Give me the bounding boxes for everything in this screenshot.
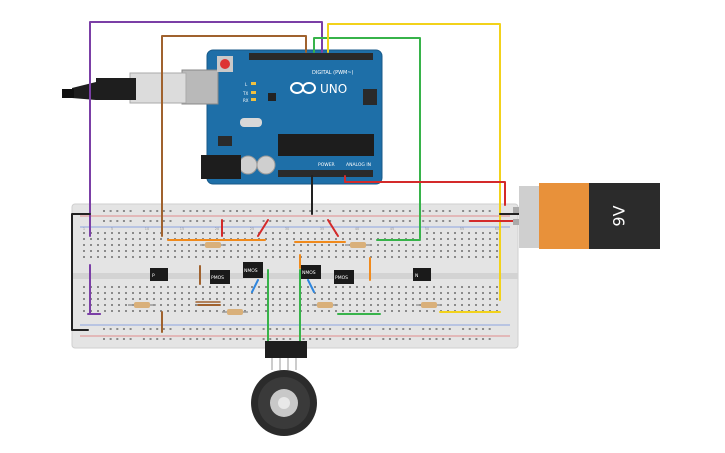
transistor-nmos-2-label: NMOS bbox=[302, 270, 316, 276]
analog-header-label: ANALOG IN bbox=[346, 162, 371, 168]
crystal bbox=[240, 118, 262, 127]
transistor-p-left[interactable]: P bbox=[150, 268, 168, 281]
led-rx bbox=[251, 98, 256, 101]
led-rx-label: RX bbox=[243, 98, 249, 103]
atmega-chip bbox=[278, 134, 374, 156]
transistor-nmos-1[interactable]: NMOS bbox=[243, 262, 263, 278]
motor-connector[interactable] bbox=[265, 341, 307, 370]
usb-cable[interactable] bbox=[62, 72, 187, 104]
icsp-header-2 bbox=[363, 89, 377, 105]
column-number: 50 bbox=[425, 227, 429, 231]
led-tx bbox=[251, 91, 256, 94]
wire-blue-2[interactable] bbox=[307, 279, 315, 293]
wire-blue-1[interactable] bbox=[251, 279, 259, 293]
column-number: 45 bbox=[390, 227, 394, 231]
column-number: 10 bbox=[145, 227, 149, 231]
battery-terminal-neg[interactable] bbox=[513, 207, 519, 213]
resistor-4[interactable] bbox=[222, 309, 248, 315]
battery-9v[interactable]: 9V bbox=[513, 183, 660, 249]
resistor-5[interactable] bbox=[312, 302, 338, 308]
transistor-pmos-2[interactable]: PMOS bbox=[334, 270, 354, 284]
power-analog-header[interactable] bbox=[278, 170, 373, 177]
capacitor-2 bbox=[238, 155, 258, 175]
icsp-header bbox=[218, 136, 232, 146]
column-number: 40 bbox=[355, 227, 359, 231]
transistor-p-left-label: P bbox=[152, 273, 155, 279]
battery-label: 9V bbox=[610, 205, 629, 226]
wires[interactable] bbox=[71, 21, 523, 346]
arduino-brand: UNO bbox=[320, 82, 347, 96]
column-number: 55 bbox=[460, 227, 464, 231]
resistor-1[interactable] bbox=[200, 242, 226, 248]
transistor-n-right[interactable]: N bbox=[413, 268, 431, 281]
capacitor-1 bbox=[256, 155, 276, 175]
column-number: 60 bbox=[495, 227, 499, 231]
transistor-pmos-1-label: PMOS bbox=[211, 275, 224, 281]
led-l bbox=[251, 82, 256, 85]
reset-button-cap[interactable] bbox=[220, 59, 230, 69]
wire-red-2[interactable] bbox=[327, 219, 339, 237]
power-header-label: POWER bbox=[318, 162, 335, 168]
column-number: 25 bbox=[250, 227, 254, 231]
wire-red-3[interactable] bbox=[257, 219, 269, 237]
transistor-n-right-label: N bbox=[415, 273, 418, 279]
wire-black-left[interactable] bbox=[71, 213, 91, 331]
transistor-pmos-1[interactable]: PMOS bbox=[210, 270, 230, 284]
led-l-label: L bbox=[245, 82, 248, 87]
resistor-3[interactable] bbox=[128, 302, 156, 308]
resistor-6[interactable] bbox=[416, 302, 442, 308]
arduino-logo-icon bbox=[290, 82, 316, 94]
wire-red-5v[interactable] bbox=[344, 175, 506, 206]
transistor-pmos-2-label: PMOS bbox=[335, 275, 348, 281]
usb-port bbox=[181, 69, 219, 105]
usb-chip bbox=[268, 93, 276, 101]
led-tx-label: TX bbox=[242, 91, 248, 96]
transistors[interactable]: P PMOS NMOS NMOS PMOS N bbox=[150, 262, 431, 284]
column-number: 20 bbox=[215, 227, 219, 231]
wire-green-1[interactable] bbox=[313, 37, 421, 239]
resistor-2[interactable] bbox=[345, 242, 372, 248]
wire-brown[interactable] bbox=[161, 35, 307, 237]
power-jack bbox=[201, 155, 241, 179]
wire-yellow[interactable] bbox=[327, 23, 501, 301]
digital-header[interactable] bbox=[249, 53, 373, 60]
resistors[interactable] bbox=[128, 242, 442, 315]
transistor-nmos-1-label: NMOS bbox=[244, 268, 258, 274]
column-number: 30 bbox=[285, 227, 289, 231]
breadboard-holes bbox=[83, 210, 498, 340]
column-number: 35 bbox=[320, 227, 324, 231]
transistor-nmos-2[interactable]: NMOS bbox=[301, 265, 321, 279]
digital-header-label: DIGITAL (PWM~) bbox=[312, 70, 354, 76]
arduino-uno-board[interactable]: L TX RX UNO DIGITAL (PWM~) POWER ANALOG … bbox=[181, 49, 383, 185]
battery-terminal-pos[interactable] bbox=[513, 219, 519, 225]
stepper-motor[interactable] bbox=[251, 370, 317, 436]
column-number: 15 bbox=[180, 227, 184, 231]
column-number: 1 bbox=[83, 227, 85, 231]
column-number: 5 bbox=[111, 227, 113, 231]
